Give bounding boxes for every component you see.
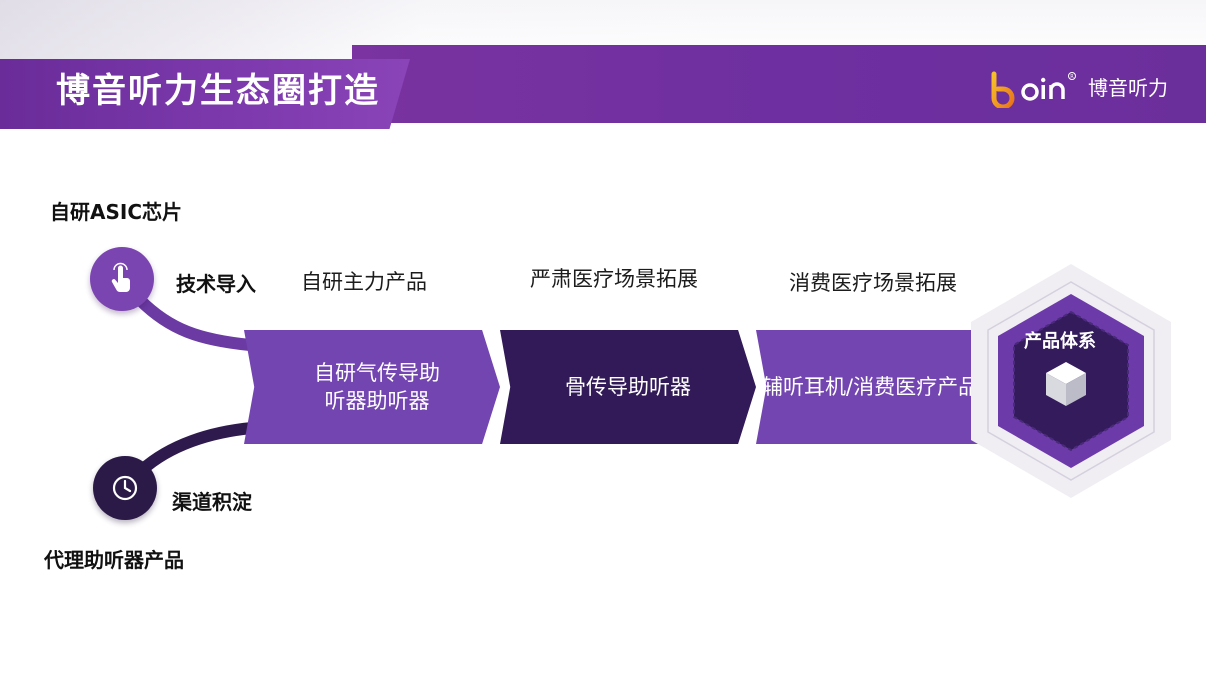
- stage-1-line-1: 自研气传导助: [314, 361, 440, 385]
- cube-icon: [1046, 362, 1086, 406]
- product-system-title: 产品体系: [1024, 331, 1096, 352]
- stage-1-chevron: 自研气传导助 听器助听器: [244, 330, 500, 444]
- stage-2-chevron: 骨传导助听器: [500, 330, 756, 444]
- header-title-tab: [0, 59, 410, 129]
- stage-3-text: 辅听耳机/消费医疗产品: [762, 375, 980, 399]
- tech-import-label: 技术导入: [176, 272, 256, 296]
- hand-pointer-icon: [111, 262, 130, 292]
- channel-circle: [93, 456, 157, 520]
- agency-products-caption: 代理助听器产品: [44, 548, 184, 572]
- brand-logo: R 博音听力: [990, 68, 1168, 108]
- stage-3-heading: 消费医疗场景拓展: [789, 271, 957, 295]
- product-system-hexagon: [971, 264, 1171, 498]
- svg-text:R: R: [1070, 74, 1074, 80]
- logo-text: 博音听力: [1088, 76, 1168, 100]
- stage-1-line-2: 听器助听器: [324, 389, 430, 413]
- asic-chip-caption: 自研ASIC芯片: [50, 200, 183, 224]
- stage-2-heading: 严肃医疗场景拓展: [530, 267, 698, 291]
- header-bar: [352, 45, 1206, 123]
- tech-import-circle: [90, 247, 154, 311]
- boin-logo-icon: R: [991, 71, 1076, 108]
- stage-1-heading: 自研主力产品: [301, 270, 427, 294]
- page-title: 博音听力生态圈打造: [56, 71, 380, 111]
- stage-2-text: 骨传导助听器: [565, 375, 691, 399]
- clock-icon: [112, 475, 138, 501]
- channel-label: 渠道积淀: [172, 490, 252, 514]
